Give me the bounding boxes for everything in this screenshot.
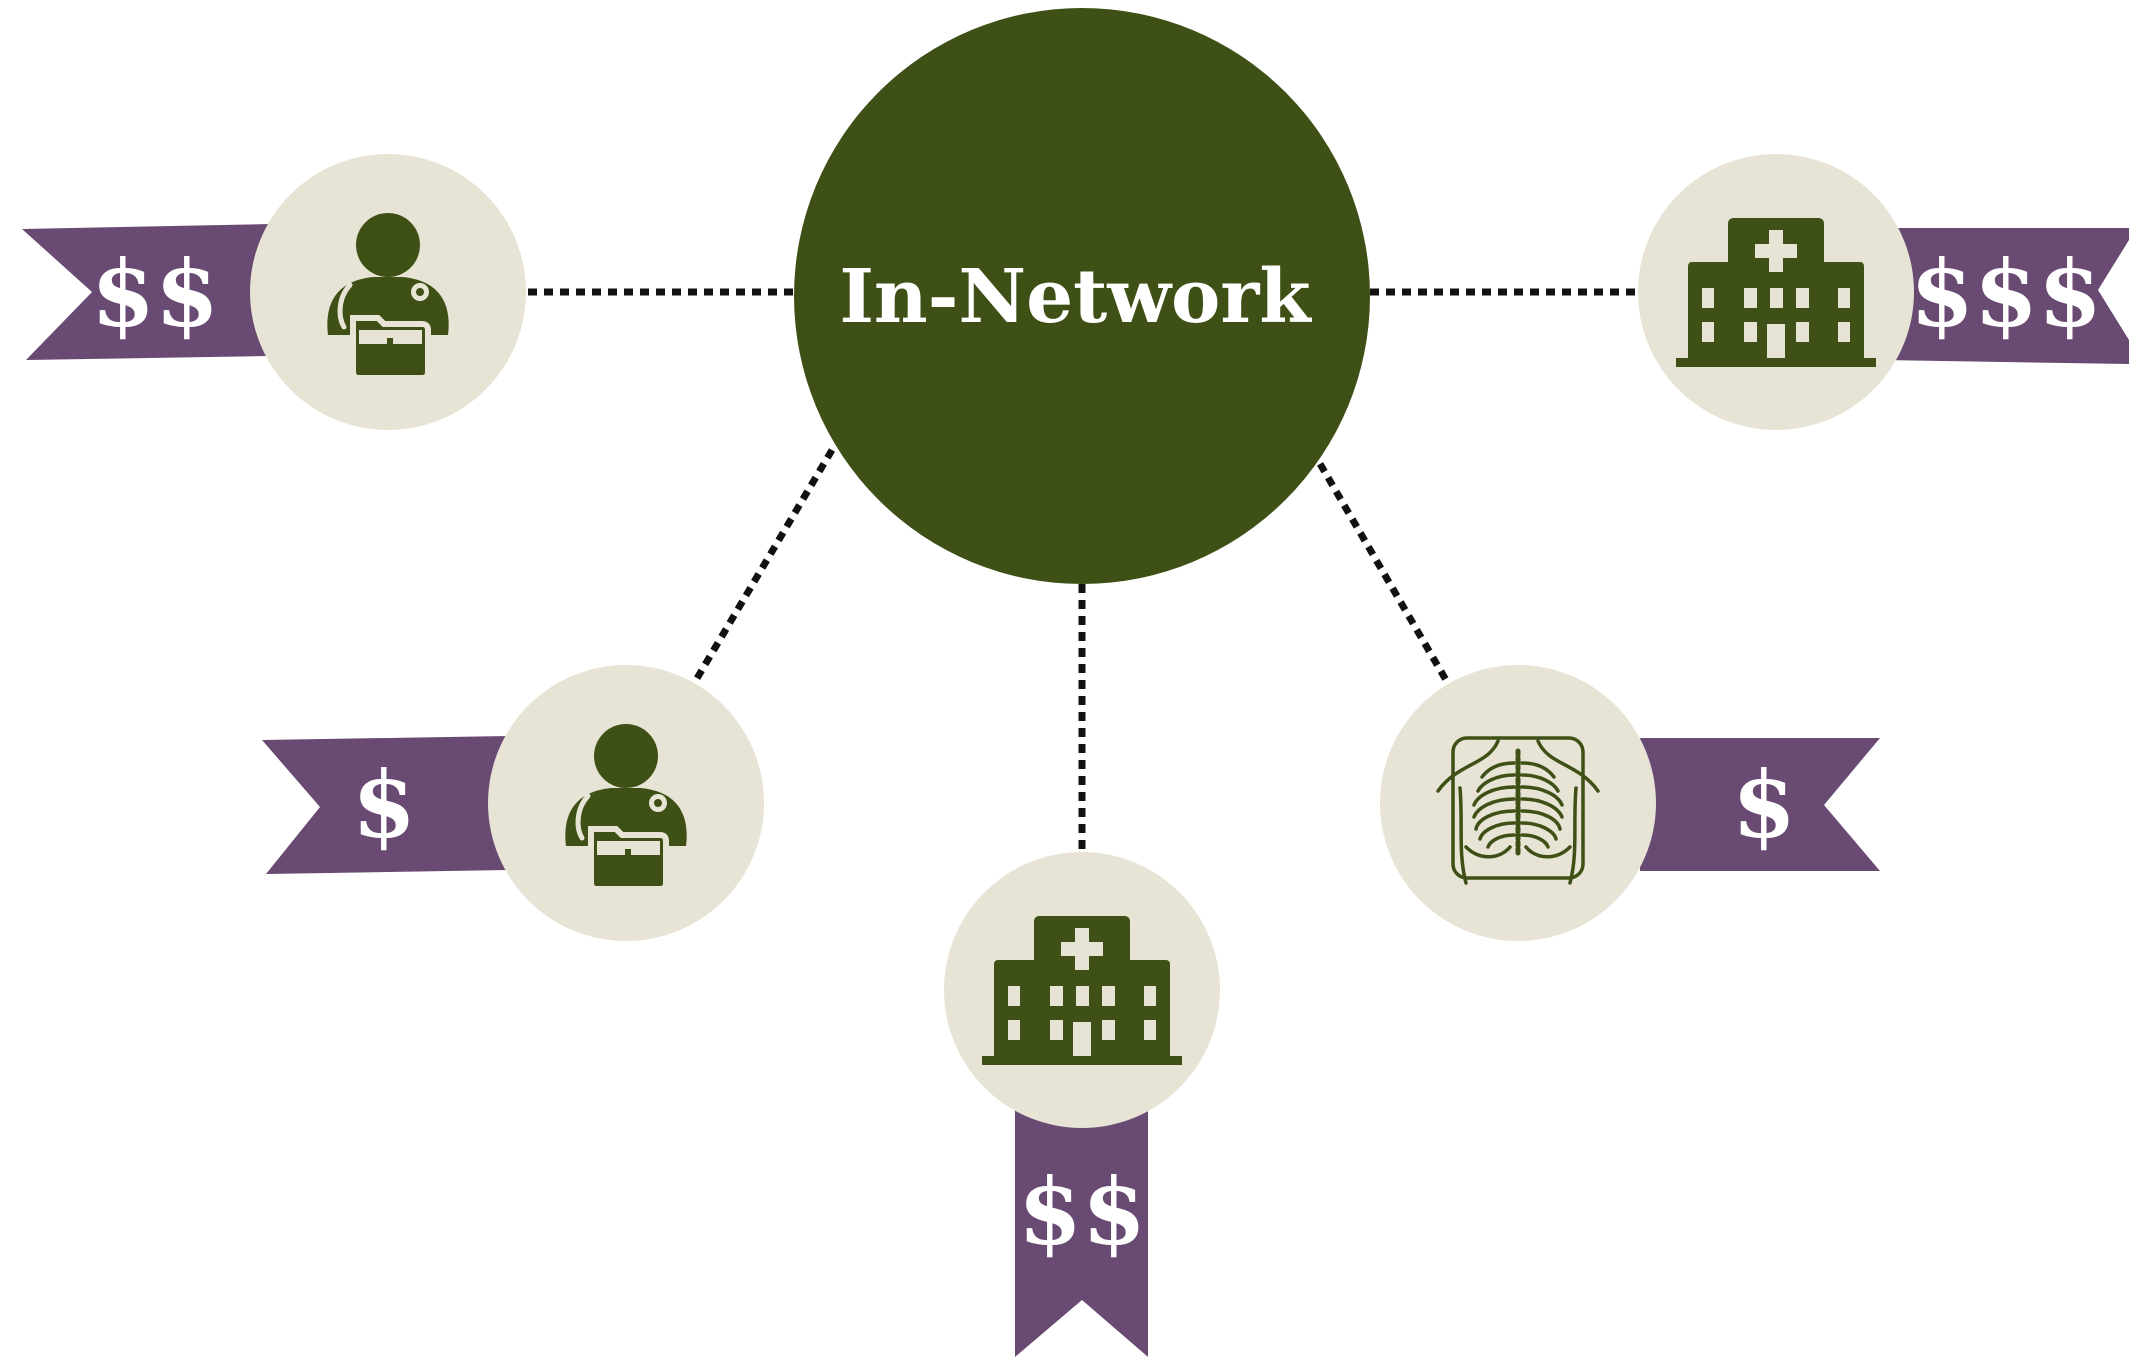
price-ribbon	[1015, 1080, 1148, 1357]
connector-line	[1308, 448, 1450, 682]
price-ribbon	[1880, 228, 2129, 364]
price-label: $$$	[1910, 240, 2102, 348]
node-hospital-top-right: $$$	[1638, 154, 2129, 430]
price-label: $$	[91, 240, 219, 348]
price-label: $	[1732, 751, 1796, 859]
price-ribbon	[1640, 738, 1880, 871]
node-doctor-top-left: $$	[22, 154, 526, 430]
price-ribbon	[22, 224, 272, 360]
hub-label: In-Network	[839, 254, 1312, 340]
node-xray-bottom-right: $	[1380, 665, 1880, 941]
hub-node: In-Network	[794, 8, 1370, 584]
price-ribbon	[262, 736, 508, 874]
price-label: $$	[1018, 1158, 1146, 1266]
node-hospital-bottom: $$	[944, 852, 1220, 1357]
hub-circle	[794, 8, 1370, 584]
connector-lines	[528, 288, 1640, 855]
node-doctor-bottom-left: $	[262, 665, 764, 941]
price-label: $	[352, 751, 416, 859]
connector-line	[692, 448, 836, 682]
